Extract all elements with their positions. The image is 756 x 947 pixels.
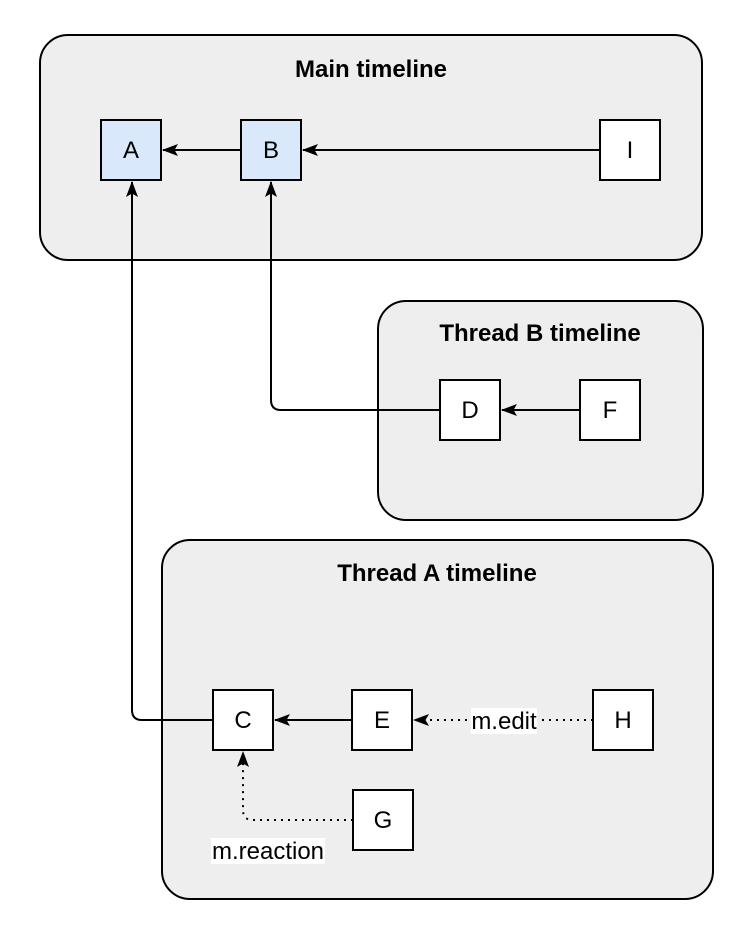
node-e-label: E: [374, 707, 390, 734]
node-d-box: [439, 379, 501, 441]
node-f: F: [579, 379, 641, 441]
edge-arrow-d-to-b: [265, 181, 440, 411]
node-h-box: [592, 689, 654, 751]
edge-label-m-reaction-background: [211, 838, 325, 864]
node-d: D: [439, 379, 501, 441]
container-title-thread-b-timeline: Thread B timeline: [439, 320, 640, 347]
edge-label-m-edit: m.edit: [471, 708, 537, 735]
node-e: E: [351, 689, 413, 751]
edge-label-m-edit-text: m.edit: [471, 708, 537, 735]
node-a-label: A: [123, 137, 139, 164]
node-b: B: [240, 119, 302, 181]
edge-label-m-reaction: m.reaction: [211, 838, 325, 865]
container-main-timeline: [39, 34, 703, 261]
node-i: I: [599, 119, 661, 181]
node-f-label: F: [603, 397, 618, 424]
node-g: G: [352, 789, 414, 851]
node-a: A: [100, 119, 162, 181]
edge-arrow-c-to-a: [126, 181, 213, 721]
node-c: C: [212, 689, 274, 751]
node-b-label: B: [263, 137, 279, 164]
node-f-box: [579, 379, 641, 441]
container-title-main-timeline: Main timeline: [295, 56, 447, 83]
edge-label-m-reaction-text: m.reaction: [212, 838, 324, 865]
node-i-box: [599, 119, 661, 181]
node-h-label: H: [614, 707, 631, 734]
edge-label-m-edit-background: [471, 708, 537, 734]
node-g-label: G: [374, 807, 393, 834]
node-a-box: [100, 119, 162, 181]
node-b-box: [240, 119, 302, 181]
node-c-label: C: [234, 707, 251, 734]
node-c-box: [212, 689, 274, 751]
node-g-box: [352, 789, 414, 851]
node-h: H: [592, 689, 654, 751]
container-title-thread-a-timeline: Thread A timeline: [337, 560, 537, 587]
node-d-label: D: [461, 397, 478, 424]
node-i-label: I: [627, 137, 634, 164]
node-e-box: [351, 689, 413, 751]
